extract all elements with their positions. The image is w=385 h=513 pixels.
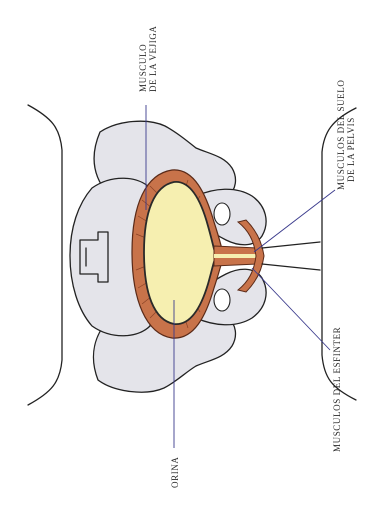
label-urine: ORINA: [170, 457, 180, 489]
label-bladder-muscle-line2: DE LA VEJIGA: [148, 25, 158, 92]
label-pelvic-floor-line2: DE LA PELVIS: [346, 117, 356, 182]
obturator-hole-upper: [214, 203, 230, 225]
label-sphincter: MUSCULOS DEL ESFINTER: [332, 327, 342, 452]
urethra-external-upper: [262, 242, 320, 248]
leader-sphincter: [252, 268, 330, 350]
label-bladder-muscle-line1: MUSCULO: [138, 44, 148, 92]
label-pelvic-floor-line1: MUSCULOS DEL SUELO: [336, 80, 346, 190]
urethra-channel: [214, 254, 262, 258]
body-outline-left: [28, 105, 62, 405]
urethra-external-lower: [262, 264, 320, 270]
obturator-hole-lower: [214, 289, 230, 311]
